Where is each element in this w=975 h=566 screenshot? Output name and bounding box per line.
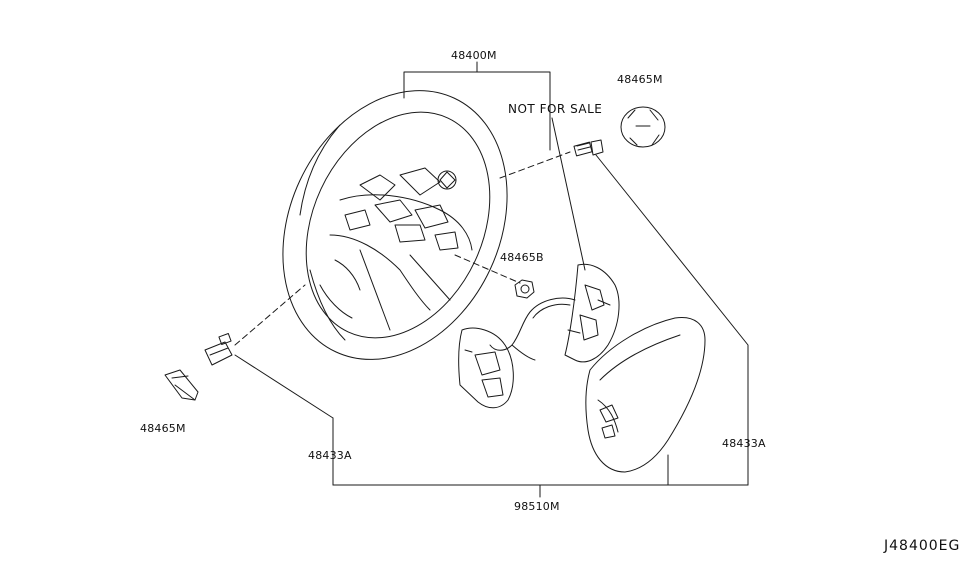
label-ornament-left: 48465M	[140, 422, 186, 435]
airbag-module	[586, 317, 705, 472]
ornament-emblem	[621, 107, 665, 147]
nut	[515, 280, 534, 298]
switch-left	[459, 328, 514, 408]
label-airbag-module: 98510M	[514, 500, 560, 513]
switch-right	[565, 264, 619, 362]
label-switch-right: 48433A	[722, 437, 766, 450]
leader-lines	[175, 62, 748, 497]
label-steering-wheel: 48400M	[451, 49, 497, 62]
watermark-not-for-sale: NOT FOR SALE	[508, 102, 603, 116]
label-ornament-top: 48465M	[617, 73, 663, 86]
bolt	[574, 140, 603, 156]
label-nut: 48465B	[500, 251, 544, 264]
diagram-code: J48400EG	[884, 538, 961, 554]
label-switch-left: 48433A	[308, 449, 352, 462]
steering-wheel	[241, 54, 550, 397]
harness-wire	[490, 298, 575, 360]
ornament-clip	[165, 334, 232, 400]
dashed-lines	[235, 152, 570, 345]
